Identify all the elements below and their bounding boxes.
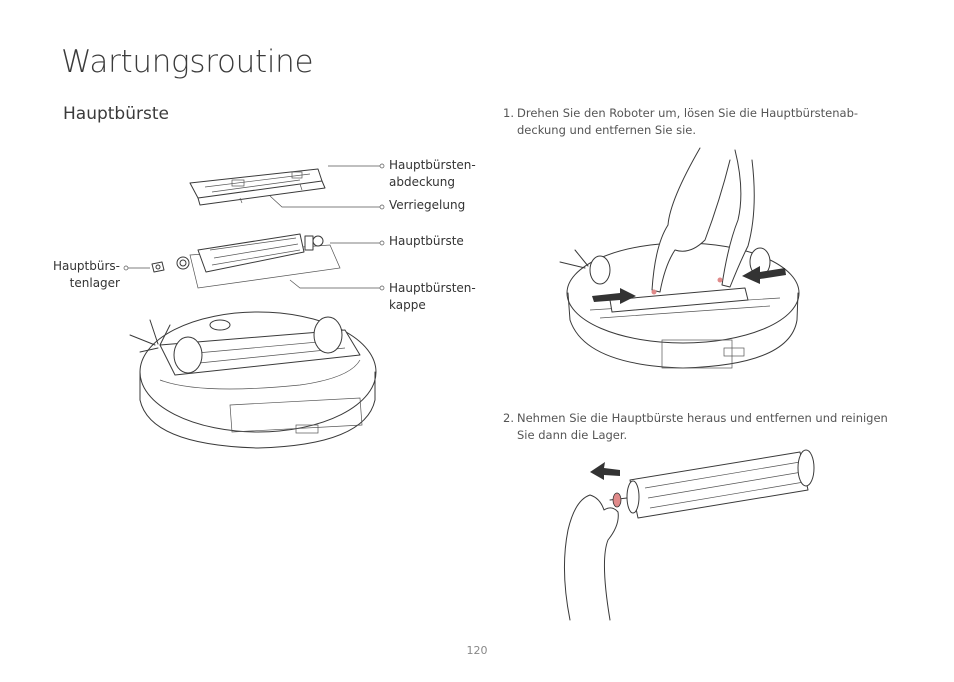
step-2-number: 2. [503, 411, 514, 425]
step-2-illustration [563, 449, 815, 621]
arrow-pull [590, 462, 620, 480]
step-2: 2. Nehmen Sie die Hauptbürste heraus und… [503, 410, 903, 444]
step-1: 1. Drehen Sie den Roboter um, lösen Sie … [503, 105, 893, 139]
step-1-text: Drehen Sie den Roboter um, lösen Sie die… [517, 106, 859, 137]
robot-vacuum-illustration [129, 311, 377, 449]
step-2-text: Nehmen Sie die Hauptbürste heraus und en… [517, 411, 888, 442]
label-latch: Verriegelung [389, 198, 466, 212]
hand-pulling [563, 494, 619, 621]
label-main-brush-cap: Hauptbürsten- kappe [389, 281, 476, 312]
label-main-brush: Hauptbürste [389, 234, 464, 248]
leader-latch [269, 195, 380, 208]
page-title: Wartungsroutine [61, 44, 314, 80]
leader-cap [289, 279, 380, 289]
arrow-left-push [592, 288, 636, 304]
main-brush-illustration [176, 233, 341, 289]
step-1-illustration [559, 147, 800, 369]
brush-cover-illustration [189, 168, 326, 206]
page-number: 120 [466, 644, 488, 657]
hand-right [721, 149, 755, 288]
section-title: Hauptbürste [63, 104, 169, 124]
bearing-red [612, 492, 622, 508]
bearing-illustration [151, 261, 165, 273]
label-main-brush-bearing: Hauptbürs- tenlager [52, 259, 120, 290]
label-main-brush-cover: Hauptbürsten- abdeckung [389, 158, 476, 189]
step-1-number: 1. [503, 106, 514, 120]
exploded-view-illustration [123, 163, 385, 449]
hand-left [651, 147, 731, 293]
arrow-right-push [742, 266, 786, 284]
